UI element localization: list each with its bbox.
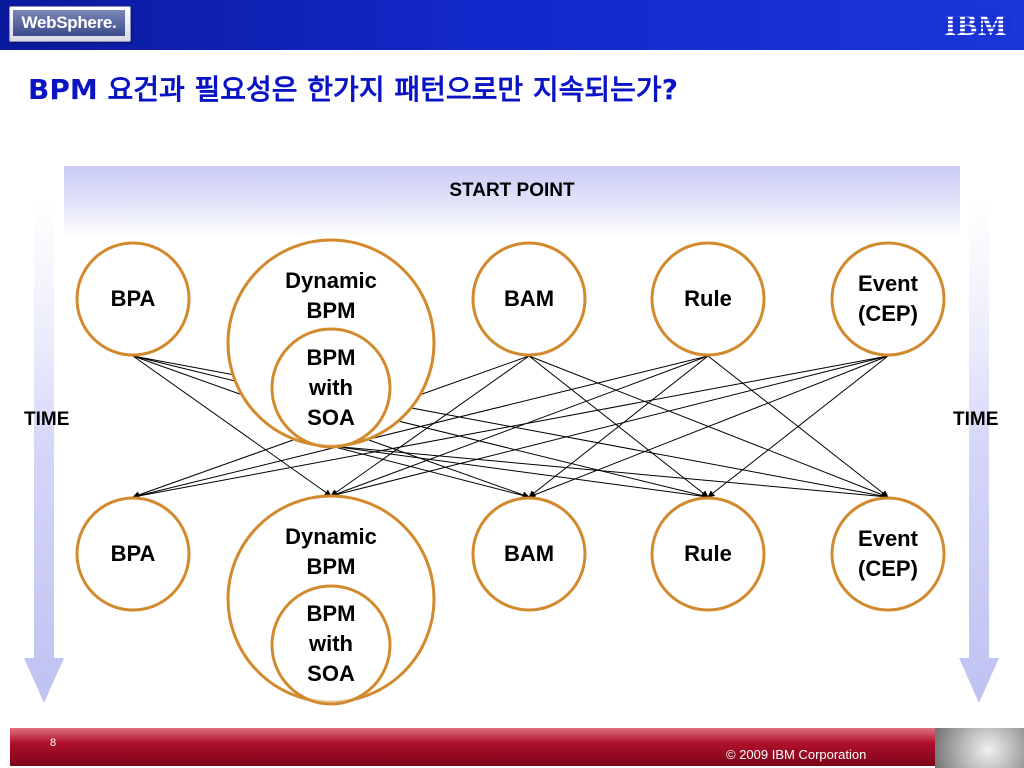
footer-graphic [935,728,1024,768]
start-point-label: START POINT [449,180,575,201]
page-title: BPM 요건과 필요성은 한가지 패턴으로만 지속되는가? [28,70,678,110]
time-label-left: TIME [24,409,70,430]
top-node-rule-circle [650,241,766,357]
bottom-node-bpm-with-soa-circle [270,584,392,706]
bottom-node-rule-circle [650,496,766,612]
bottom-node-rule-label: Rule [684,541,732,566]
copyright-text: © 2009 IBM Corporation [726,747,867,762]
node-circles [75,238,946,706]
ibm-logo: IBM [940,10,1012,40]
footer-bar [10,728,935,766]
top-node-bpm-with-soa-circle [270,327,392,449]
bottom-node-bpa-circle [75,496,191,612]
top-node-bpa-label: BPA [110,286,156,311]
connector-dynamic-bpm-to-rule [330,445,709,500]
title-prefix: BPM [28,73,108,106]
connector-bam-to-dynamic-bpm [330,355,530,497]
connector-event-cep-to-rule [707,355,889,498]
connector-event-cep-to-dynamic-bpm [330,355,889,498]
connector-lines [132,355,889,500]
time-label-right: TIME [953,409,999,430]
websphere-logo: WebSphere. [9,6,131,42]
top-node-bam-label: BAM [503,286,555,311]
header-bar [0,0,1024,50]
bottom-node-event-cep-circle [830,496,946,612]
connector-event-cep-to-bam [528,355,889,498]
title-korean: 요건과 필요성은 한가지 패턴으로만 지속되는가 [107,73,662,106]
top-node-event-cep-label: Event (CEP) [858,271,918,326]
top-node-event-cep-circle [830,241,946,357]
top-node-bam-circle [471,241,587,357]
top-node-dynamic-bpm-label: Dynamic BPM [285,268,377,323]
title-suffix: ? [661,73,678,106]
connector-rule-to-bpa [132,355,709,499]
connector-event-cep-to-bpa [132,355,889,500]
top-node-bpa-circle [75,241,191,357]
top-node-rule-label: Rule [684,286,732,311]
bottom-node-event-cep-label: Event (CEP) [858,526,918,581]
start-point-panel [64,166,960,236]
time-arrow-right [959,195,999,703]
websphere-logo-text: WebSphere. [13,10,125,36]
connector-bpa-to-dynamic-bpm [132,355,332,497]
time-arrow-left [24,195,64,703]
page-number: 8 [50,737,57,749]
bottom-node-bpm-with-soa-label: BPM with SOA [306,601,356,686]
top-node-bpm-with-soa-label: BPM with SOA [306,345,356,430]
bottom-node-bam-label: BAM [503,541,555,566]
bottom-node-dynamic-bpm-label: Dynamic BPM [285,524,377,579]
bottom-node-bpa-label: BPA [110,541,156,566]
svg-text:IBM: IBM [945,10,1008,40]
connector-dynamic-bpm-to-event-cep [330,445,889,500]
connector-rule-to-dynamic-bpm [330,355,709,498]
bottom-node-bam-circle [471,496,587,612]
connector-rule-to-bam [528,355,709,498]
